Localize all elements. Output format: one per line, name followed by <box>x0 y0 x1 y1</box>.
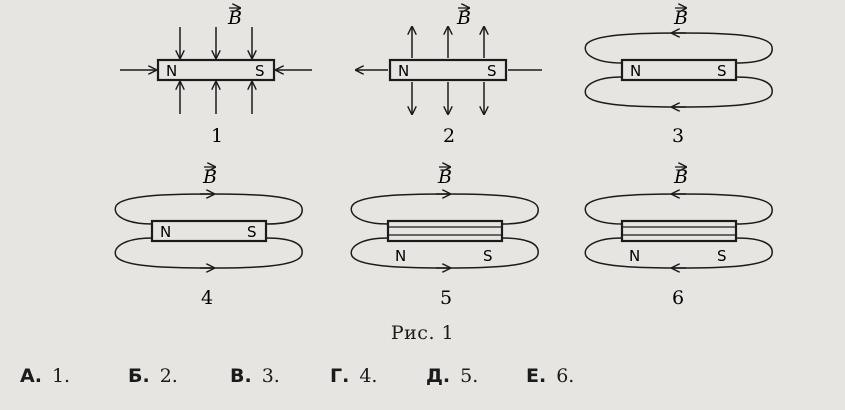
answer-letter: В. <box>230 365 252 387</box>
pole-s: S <box>255 62 265 80</box>
magnet-field-figure: B N S 1 B N S 2 B <box>114 0 773 309</box>
pole-n: N <box>166 62 177 80</box>
pole-s: S <box>247 223 257 241</box>
answer-value: 1. <box>51 365 71 387</box>
answer-value: 2. <box>159 365 178 387</box>
answer-option-a[interactable]: А. 1. <box>20 365 128 387</box>
panel-number: 4 <box>201 287 213 309</box>
pole-n: N <box>398 62 409 80</box>
panel-4: B N S 4 <box>114 166 303 309</box>
answer-letter: Б. <box>128 365 150 387</box>
panel-5: B N S 5 <box>350 166 539 309</box>
answer-option-v[interactable]: В. 3. <box>230 365 330 387</box>
panel-1: B N S 1 <box>120 7 312 147</box>
answer-option-d[interactable]: Д. 5. <box>426 365 526 387</box>
b-vector-label: B <box>456 7 471 29</box>
answer-letter: А. <box>20 365 42 387</box>
pole-n: N <box>630 62 641 80</box>
answer-value: 3. <box>261 365 280 387</box>
magnet-bar <box>386 219 504 243</box>
answer-letter: Е. <box>526 365 547 387</box>
answer-option-b[interactable]: Б. 2. <box>128 365 230 387</box>
panel-2: B N S 2 <box>356 7 542 147</box>
answer-option-e[interactable]: Е. 6. <box>526 365 626 387</box>
answer-value: 6. <box>556 365 575 387</box>
b-vector-label: B <box>227 7 242 29</box>
answer-value: 5. <box>460 365 479 387</box>
pole-n: N <box>629 247 640 265</box>
magnet-bar <box>620 58 738 82</box>
panel-number: 5 <box>440 287 452 309</box>
answer-value: 4. <box>359 365 378 387</box>
panel-6: B N S 6 <box>584 166 773 309</box>
magnet-bar <box>150 219 268 243</box>
panel-number: 2 <box>443 125 455 147</box>
b-vector-label: B <box>437 166 452 188</box>
magnet-bar <box>388 58 508 82</box>
magnet-bar <box>156 58 276 82</box>
answer-option-g[interactable]: Г. 4. <box>330 365 426 387</box>
answer-options: А. 1. Б. 2. В. 3. Г. 4. Д. 5. Е. 6. <box>20 365 626 387</box>
pole-s: S <box>483 247 493 265</box>
figure-caption: Рис. 1 <box>390 322 455 344</box>
panel-number: 6 <box>672 287 684 309</box>
magnet-bar <box>620 219 738 243</box>
b-vector-label: B <box>202 166 217 188</box>
pole-n: N <box>395 247 406 265</box>
pole-s: S <box>717 247 727 265</box>
panel-number: 3 <box>672 125 684 147</box>
answer-letter: Д. <box>426 365 451 387</box>
answer-letter: Г. <box>330 365 350 387</box>
b-vector-label: B <box>673 166 688 188</box>
b-vector-label: B <box>673 7 688 29</box>
pole-s: S <box>717 62 727 80</box>
pole-n: N <box>160 223 171 241</box>
panel-number: 1 <box>211 125 223 147</box>
panel-3: B N S 3 <box>584 7 773 147</box>
pole-s: S <box>487 62 497 80</box>
